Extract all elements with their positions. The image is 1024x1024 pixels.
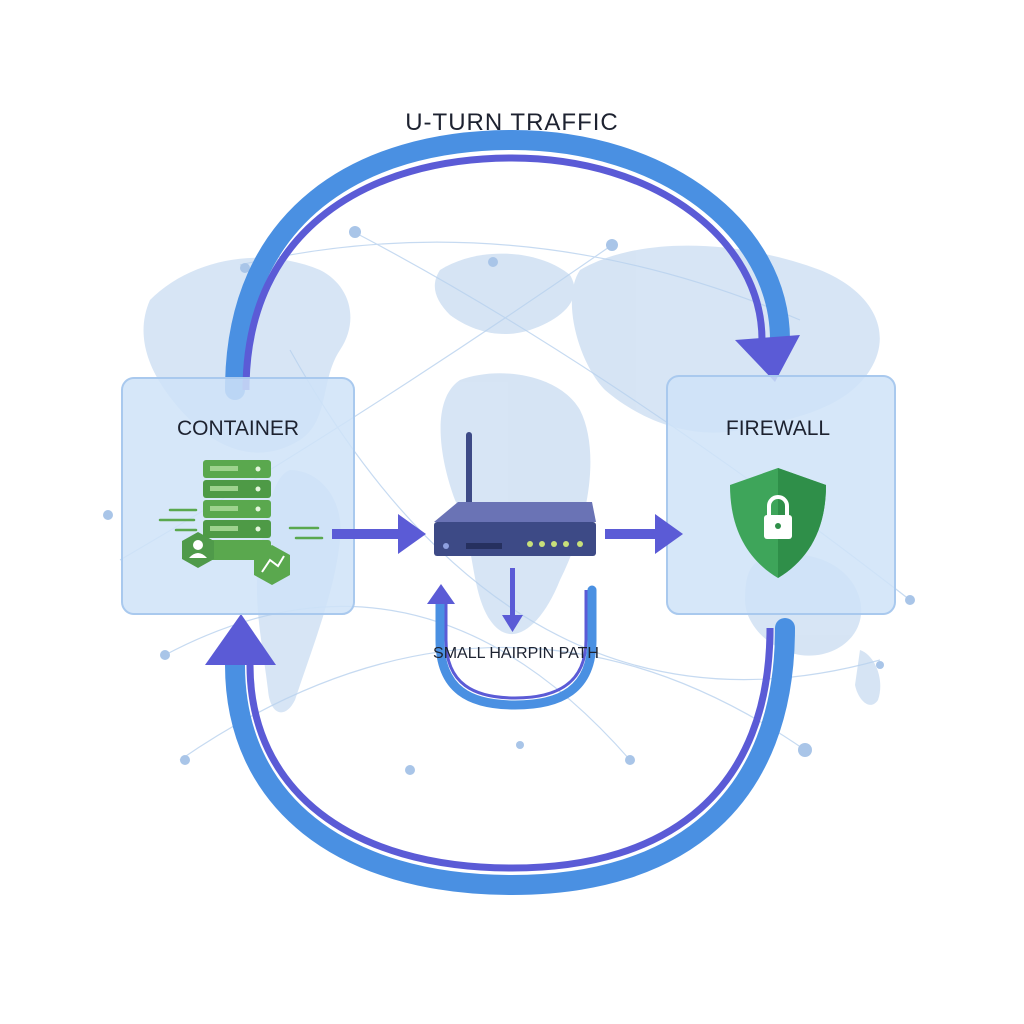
u-turn-bottom-arc [225, 618, 795, 896]
container-label: CONTAINER [177, 417, 299, 440]
network-nodes [103, 226, 915, 775]
bottom-arc-arrowhead [205, 614, 276, 665]
flow-arrow-router-to-firewall [605, 514, 683, 554]
firewall-label: FIREWALL [726, 417, 830, 440]
hairpin-label: SMALL HAIRPIN PATH [433, 645, 599, 662]
container-node: CONTAINER [121, 377, 355, 615]
firewall-node: FIREWALL [666, 375, 896, 615]
diagram-title: U-TURN TRAFFIC [405, 109, 619, 136]
network-hexagon-icon [254, 545, 290, 585]
server-stack-icon [203, 460, 271, 560]
hairpin-arrowhead [427, 584, 455, 604]
flow-arrow-container-to-router [332, 514, 426, 554]
hairpin-path [435, 585, 597, 710]
u-turn-top-arc [225, 129, 790, 400]
top-arc-arrowhead [735, 335, 800, 382]
hairpin-down-arrow [502, 568, 523, 632]
shield-lock-icon [730, 468, 826, 578]
router-icon [434, 432, 596, 556]
data-stream-lines [158, 508, 324, 540]
user-hexagon-icon [182, 532, 214, 568]
